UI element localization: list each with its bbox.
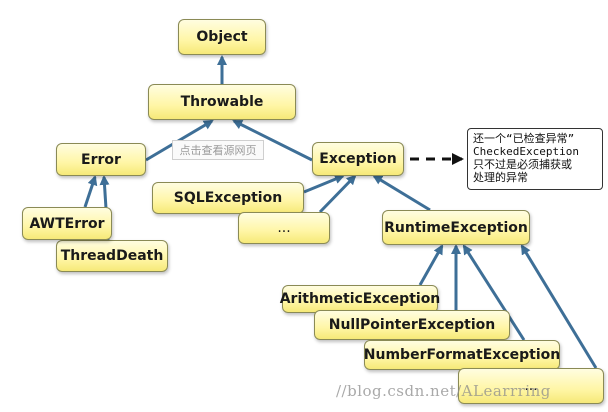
node-awterror: AWTError	[22, 207, 112, 240]
note-line-4: 处理的异常	[473, 171, 528, 184]
node-ellipsis-runtime: ...	[458, 368, 604, 404]
checked-exception-note: 还一个“已检查异常” CheckedException 只不过是必须捕获或 处理…	[467, 128, 603, 190]
note-line-1: 还一个“已检查异常”	[473, 132, 575, 145]
arrow-arithmetic-to-runtime	[418, 244, 444, 286]
node-ellipsis-checked: ...	[238, 212, 330, 244]
node-exception: Exception	[312, 142, 404, 176]
node-object: Object	[178, 19, 266, 55]
node-throwable: Throwable	[148, 84, 296, 120]
watermark-text: //blog.csdn.net/ALearrring	[336, 382, 551, 400]
node-runtimeexception: RuntimeException	[382, 210, 530, 245]
arrow-awterror-to-error	[83, 175, 98, 208]
node-error: Error	[56, 143, 146, 176]
node-arithmeticexception: ArithmeticException	[280, 285, 440, 313]
arrow-ellipsis-to-exception	[318, 174, 357, 214]
note-line-2: CheckedException	[473, 145, 579, 158]
node-threaddeath: ThreadDeath	[56, 240, 168, 272]
arrow-runtime-to-exception	[372, 174, 431, 212]
node-sqlexception: SQLException	[152, 182, 304, 214]
view-source-tooltip[interactable]: 点击查看源网页	[172, 140, 264, 160]
arrow-exception-to-throwable	[232, 119, 313, 162]
note-line-3: 只不过是必须捕获或	[473, 158, 572, 171]
node-numberformatexception: NumberFormatException	[364, 340, 560, 370]
arrow-ellipsis2-to-runtime	[520, 244, 598, 369]
arrow-sqlexception-to-exception	[303, 174, 345, 194]
node-nullpointerexception: NullPointerException	[314, 310, 510, 340]
arrow-numberformat-to-runtime	[462, 244, 526, 341]
